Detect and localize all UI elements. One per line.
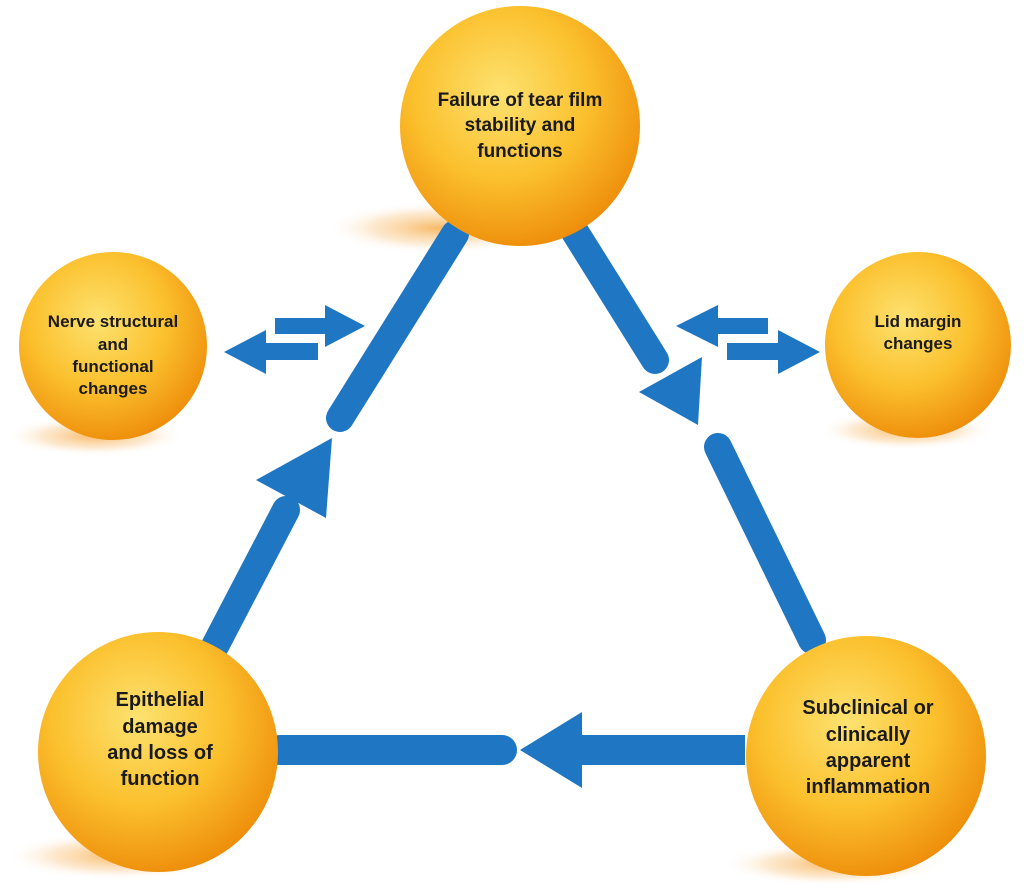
top-node-line-2: stability and bbox=[464, 115, 576, 137]
arrow-bottom-head bbox=[520, 712, 582, 788]
right-node-label: Lid margin changes bbox=[848, 303, 988, 363]
bottom-right-node-line-2: clinically bbox=[825, 723, 911, 746]
left-double-arrow-right-pointing bbox=[275, 305, 365, 347]
left-node-line-3: functional bbox=[72, 357, 154, 376]
bottom-right-node-line-1: Subclinical or bbox=[802, 697, 934, 720]
right-node-line-1: Lid margin bbox=[874, 311, 962, 331]
right-side-line bbox=[704, 433, 826, 654]
node-circles bbox=[19, 6, 1011, 876]
right-double-arrow-right-pointing bbox=[727, 330, 820, 374]
arrow-top-to-right-shaft bbox=[561, 218, 669, 374]
bottom-left-node-line-2: damage bbox=[122, 715, 198, 738]
top-node-line-3: functions bbox=[477, 140, 563, 162]
top-node-label: Failure of tear film stability and funct… bbox=[420, 76, 620, 176]
right-node-line-2: changes bbox=[883, 334, 953, 353]
left-node-line-2: and bbox=[97, 334, 129, 354]
right-double-arrow bbox=[676, 305, 820, 374]
top-node-circle bbox=[400, 6, 640, 246]
top-node-line-1: Failure of tear film bbox=[437, 90, 603, 112]
left-node-circle bbox=[19, 252, 207, 440]
arrow-left-shaft bbox=[200, 496, 300, 662]
bottom-left-node-line-4: function bbox=[120, 768, 200, 791]
arrow-top-to-right-head bbox=[639, 357, 702, 425]
bottom-right-node-circle bbox=[746, 636, 986, 876]
arrow-left-head bbox=[256, 438, 332, 518]
bottom-right-node-line-4: inflammation bbox=[805, 776, 931, 799]
bottom-left-node-circle bbox=[38, 632, 278, 872]
bottom-left-node-line-3: and loss of bbox=[107, 742, 213, 764]
right-node-circle bbox=[825, 252, 1011, 438]
bottom-right-node-line-3: apparent bbox=[825, 750, 911, 772]
left-node-line-1: Nerve structural bbox=[47, 312, 179, 332]
cycle-arrows bbox=[200, 218, 826, 788]
left-node-line-4: changes bbox=[78, 379, 148, 399]
left-double-arrow bbox=[224, 305, 365, 374]
right-double-arrow-left-pointing bbox=[676, 305, 768, 347]
bottom-left-node-label: Epithelial damage and loss of function bbox=[80, 672, 240, 808]
left-double-arrow-left-pointing bbox=[224, 330, 318, 374]
left-node-label: Nerve structural and functional changes bbox=[33, 302, 193, 410]
left-side-line bbox=[326, 220, 469, 432]
bottom-left-node-line-1: Epithelial bbox=[115, 689, 205, 712]
bottom-right-node-label: Subclinical or clinically apparent infla… bbox=[778, 680, 958, 816]
